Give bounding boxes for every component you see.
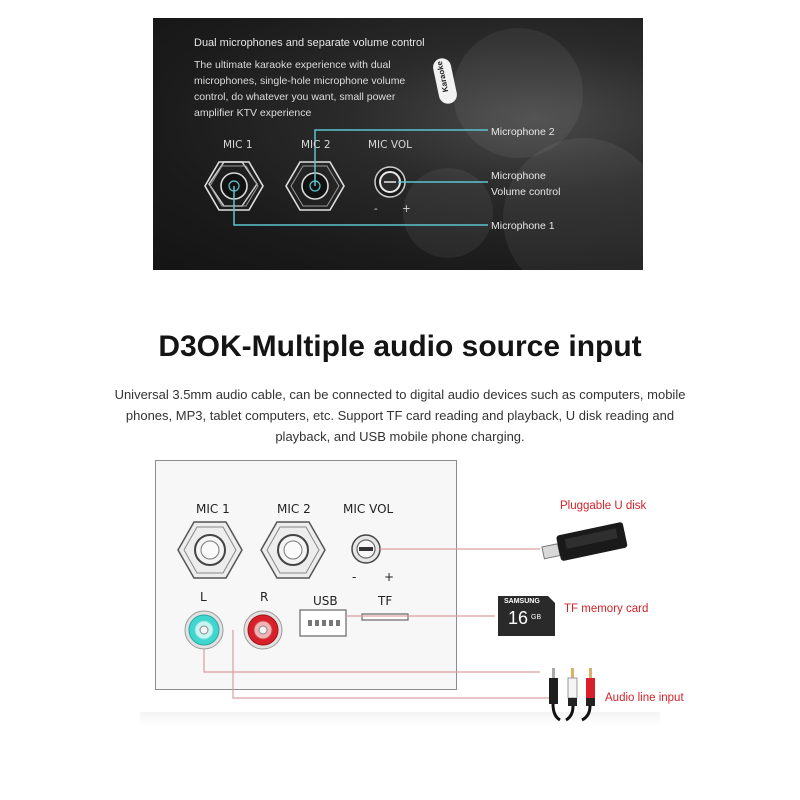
callout-tf-memory-card: TF memory card [564,603,649,615]
rca-right-jack-icon [243,610,283,650]
micvol-label: MIC VOL [368,139,412,151]
audio-cable-icon [549,668,595,722]
tf-slot-icon [361,613,409,621]
banner-port-diagram [204,129,488,226]
usb-label: USB [313,594,338,608]
section-description: Universal 3.5mm audio cable, can be conn… [114,387,686,444]
line-audio-r [232,630,553,699]
leader-line-mic2 [314,129,488,186]
panel-mic1-jack-icon [177,521,243,579]
sd-card-capacity: 16 [508,608,529,628]
mic2-label: MIC 2 [301,139,331,151]
banner-description: The ultimate karaoke experience with dua… [194,59,406,119]
panel-volume-minus-label: - [352,570,357,584]
panel-mic2-label: MIC 2 [277,502,311,516]
callout-microphone-2: Microphone 2 [491,126,555,138]
callout-volume-control: Microphone Volume control [491,170,561,198]
panel-mic2-jack-icon [260,521,326,579]
rca-right-label: R [260,590,269,604]
panel-micvol-label: MIC VOL [343,502,394,516]
microsd-card-icon [498,596,555,636]
volume-minus-label: - [374,203,378,215]
rca-left-jack-icon [184,610,224,650]
sd-card-brand: SAMSUNG [504,598,540,605]
volume-plus-label: + [402,203,411,215]
feature-banner: Dual microphones and separate volume con… [153,18,643,270]
section-headline: D3OK-Multiple audio source input [158,330,642,363]
rca-left-label: L [200,590,207,604]
callout-microphone-1: Microphone 1 [491,220,555,232]
panel-mic-volume-knob-icon [351,534,381,564]
leader-line-mic1 [233,186,488,226]
mic1-label: MIC 1 [223,139,253,151]
sd-card-unit: GB [531,614,542,621]
floor-shadow [140,712,660,726]
callout-pluggable-u-disk: Pluggable U disk [560,500,647,512]
mic-volume-knob-icon [374,166,406,198]
panel-mic1-label: MIC 1 [196,502,230,516]
tf-label: TF [378,594,393,608]
line-audio-l [203,649,540,673]
usb-port-icon [299,609,347,637]
usb-flash-drive-icon [541,522,628,561]
callout-audio-line-input: Audio line input [605,692,684,704]
banner-title: Dual microphones and separate volume con… [194,37,425,49]
panel-volume-plus-label: + [384,570,395,584]
